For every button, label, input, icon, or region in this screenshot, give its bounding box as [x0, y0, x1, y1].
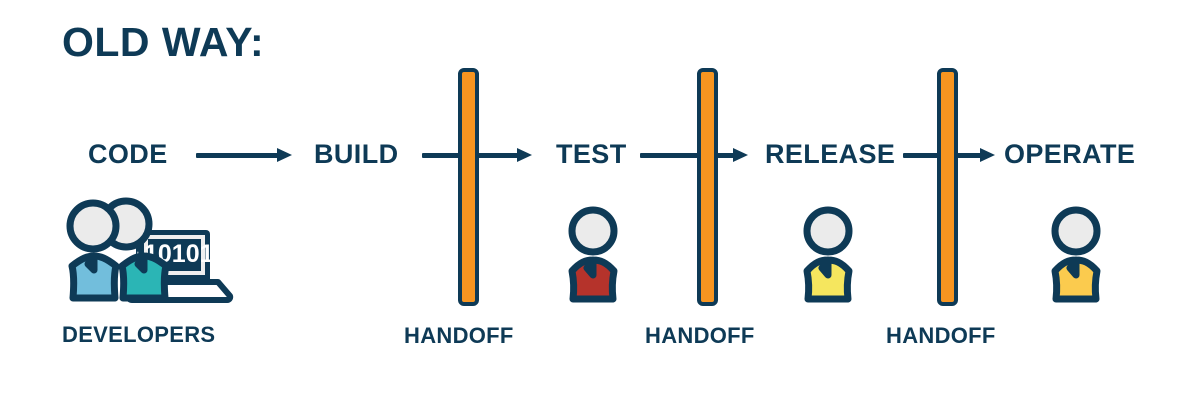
handoff-bar-2: [697, 68, 718, 306]
stage-label-operate: OPERATE: [1004, 139, 1136, 169]
handoff-label-3: HANDOFF: [886, 323, 996, 348]
developers-caption: DEVELOPERS: [62, 322, 216, 347]
arrow-code-to-build: [196, 148, 292, 162]
page-title: OLD WAY:: [62, 19, 265, 65]
developer-head-left: [66, 199, 120, 253]
stage-label-code: CODE: [88, 139, 168, 169]
handoff-bar-3: [937, 68, 958, 306]
stage-label-release: RELEASE: [765, 139, 896, 169]
person-icon-operate: [1046, 205, 1106, 305]
stage-label-test: TEST: [556, 139, 627, 169]
handoff-label-2: HANDOFF: [645, 323, 755, 348]
person-icon-release: [798, 205, 858, 305]
person-icon-test: [563, 205, 623, 305]
handoff-bar-1: [458, 68, 479, 306]
handoff-label-1: HANDOFF: [404, 323, 514, 348]
developers-icon: 10101: [60, 196, 235, 311]
arrow-test-to-release: [640, 148, 748, 162]
stage-label-build: BUILD: [314, 139, 399, 169]
